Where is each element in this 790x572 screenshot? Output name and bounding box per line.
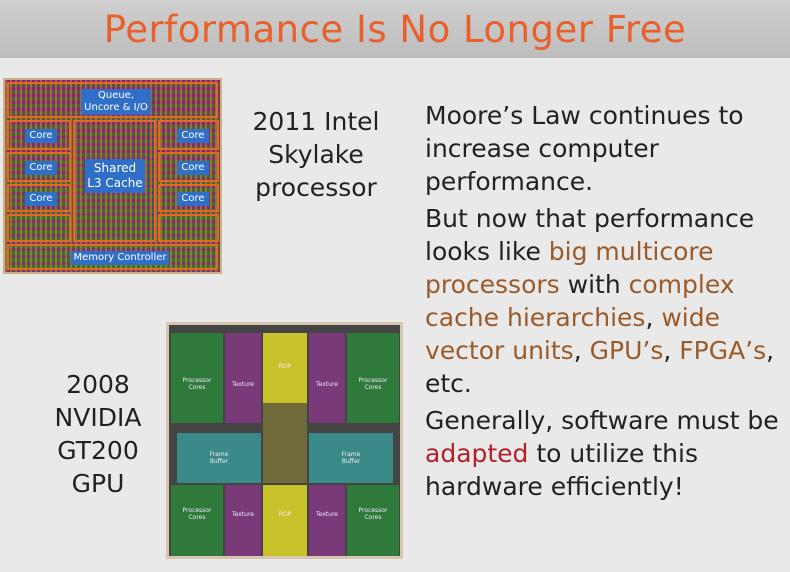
- core-left-4: [7, 214, 71, 242]
- core-right-4: [158, 214, 219, 242]
- core-right-3: [158, 184, 219, 212]
- frame-buffer-right: [309, 433, 393, 483]
- text-run: ,: [573, 336, 590, 365]
- nv-label-cores: Processor Cores: [182, 377, 212, 391]
- nv-label-texture: Texture: [232, 381, 254, 388]
- core-left-1: [7, 120, 71, 150]
- texture-top-left: [225, 333, 261, 423]
- nvidia-caption: 2008 NVIDIA GT200 GPU: [38, 368, 158, 500]
- text-run: , etc.: [425, 336, 775, 398]
- shared-l3-line1: Shared: [93, 161, 137, 175]
- shared-l3-label: Shared L3 Cache: [85, 159, 145, 193]
- nv-label-rop: ROP: [278, 511, 292, 518]
- intel-caption: 2011 Intel Skylake processor: [236, 105, 396, 204]
- slide-body: Moore’s Law continues to increase comput…: [425, 99, 785, 507]
- cores-top-right: [347, 333, 399, 423]
- nv-label-cores: Processor Cores: [182, 507, 212, 521]
- nv-label-texture: Texture: [316, 511, 338, 518]
- highlight-fpga: FPGA’s: [679, 336, 767, 365]
- nv-label-frame-buffer: Frame Buffer: [341, 451, 361, 465]
- nv-label-cores: Processor Cores: [358, 377, 388, 391]
- rop-top: [263, 333, 307, 403]
- highlight-vector: wide vector units: [425, 303, 720, 365]
- core-label: Core: [177, 161, 209, 175]
- uncore-region: [7, 82, 218, 118]
- nvidia-caption-line: GPU: [71, 469, 125, 498]
- rop-bottom: [263, 485, 307, 556]
- texture-bottom-left: [225, 485, 261, 556]
- core-label: Core: [25, 161, 57, 175]
- nv-label-cores: Processor Cores: [358, 507, 388, 521]
- core-label: Core: [25, 129, 57, 143]
- center-logic: [263, 403, 307, 483]
- highlight-cache: complex cache hierarchies: [425, 270, 735, 332]
- intel-caption-line: 2011 Intel: [252, 107, 380, 136]
- highlight-gpu: GPU’s: [589, 336, 664, 365]
- paragraph-moores-law: Moore’s Law continues to increase comput…: [425, 101, 744, 196]
- nv-label-rop: ROP: [278, 363, 292, 370]
- memory-region: [7, 244, 218, 270]
- core-label: Core: [177, 129, 209, 143]
- cores-top-left: [171, 333, 223, 423]
- core-label: Core: [25, 192, 57, 206]
- intel-caption-line: Skylake: [268, 140, 364, 169]
- core-left-3: [7, 184, 71, 212]
- intel-caption-line: processor: [255, 173, 377, 202]
- texture-top-right: [309, 333, 345, 423]
- text-run: to utilize this hardware efficiently!: [425, 439, 698, 501]
- text-run: with: [559, 270, 629, 299]
- cores-bottom-right: [347, 485, 399, 556]
- paragraph-software: Generally, software must be adapted to u…: [425, 404, 785, 503]
- text-run: ,: [645, 303, 662, 332]
- intel-die-image: Queue, Uncore & I/O Core Core Core Core …: [3, 78, 222, 274]
- nv-label-texture: Texture: [316, 381, 338, 388]
- text-run: But now that performance looks like: [425, 204, 755, 266]
- highlight-multicore: big multicore processors: [425, 237, 714, 299]
- core-left-2: [7, 152, 71, 182]
- l3-region: [73, 120, 156, 242]
- core-right-1: [158, 120, 219, 150]
- title-bar: Performance Is No Longer Free: [0, 0, 790, 58]
- cores-bottom-left: [171, 485, 223, 556]
- frame-buffer-left: [177, 433, 261, 483]
- nvidia-caption-line: NVIDIA: [54, 403, 142, 432]
- nvidia-die-image: Processor Cores Texture ROP Texture Proc…: [166, 322, 403, 559]
- emphasis-adapted: adapted: [425, 439, 529, 468]
- slide-title: Performance Is No Longer Free: [103, 7, 687, 51]
- shared-l3-line2: L3 Cache: [87, 176, 143, 190]
- nv-label-frame-buffer: Frame Buffer: [209, 451, 229, 465]
- nvidia-caption-line: 2008: [66, 370, 130, 399]
- text-run: Generally, software must be: [425, 406, 779, 435]
- paragraph-performance: But now that performance looks like big …: [425, 202, 785, 400]
- nv-label-texture: Texture: [232, 511, 254, 518]
- text-run: ,: [663, 336, 680, 365]
- queue-label: Queue, Uncore & I/O: [81, 89, 151, 115]
- core-right-2: [158, 152, 219, 182]
- texture-bottom-right: [309, 485, 345, 556]
- nvidia-caption-line: GT200: [57, 436, 139, 465]
- memory-controller-label: Memory Controller: [71, 251, 169, 265]
- core-label: Core: [177, 192, 209, 206]
